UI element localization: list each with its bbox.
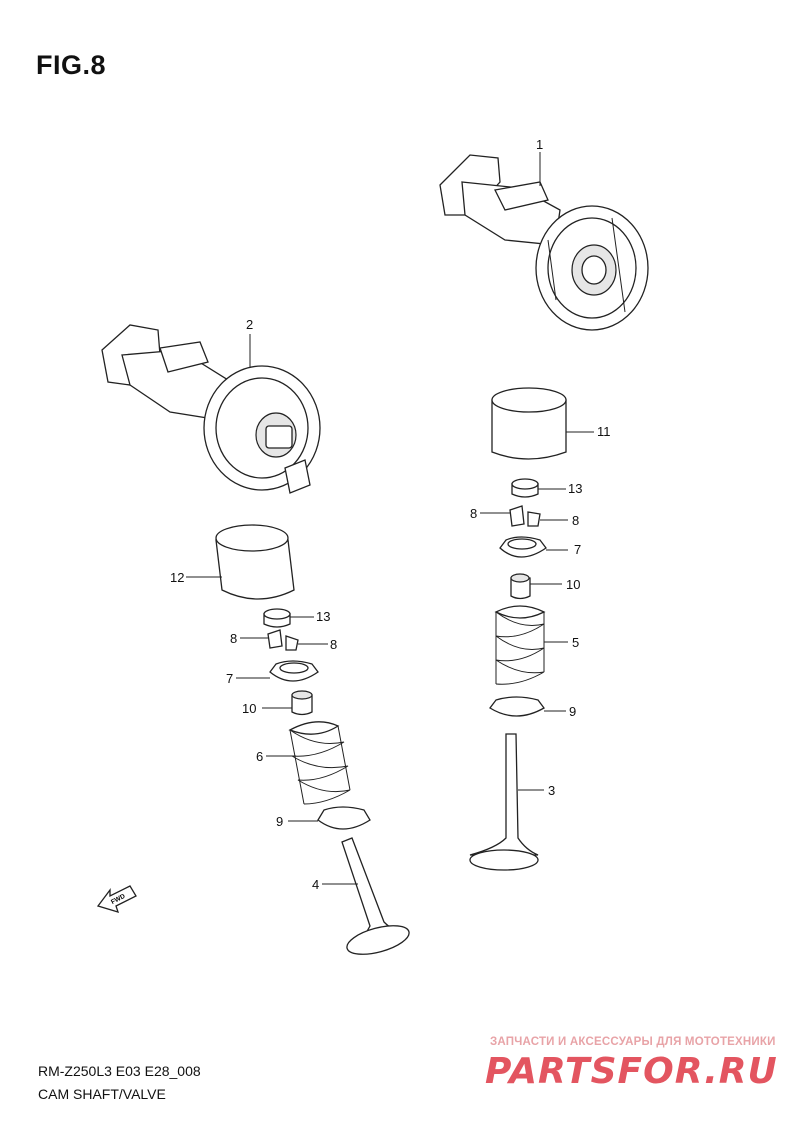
callout-8-left-a: 8	[230, 631, 238, 646]
callout-1: 1	[536, 137, 544, 152]
spring-seat-right	[489, 696, 545, 717]
spring-seat-left	[317, 806, 371, 830]
callout-7-left: 7	[226, 671, 234, 686]
callout-2: 2	[246, 317, 254, 332]
valve-cotters-right	[509, 505, 541, 527]
callout-11: 11	[597, 424, 611, 439]
callout-12: 12	[170, 570, 185, 585]
camshaft-intake	[101, 324, 321, 494]
valve-shim-left	[263, 608, 291, 628]
intake-valve	[469, 733, 539, 871]
callout-3: 3	[548, 783, 556, 798]
spring-retainer-right	[499, 536, 547, 558]
forward-direction-arrow: FWD	[96, 885, 137, 913]
valve-spring-right	[494, 605, 546, 685]
callout-7-right: 7	[574, 542, 582, 557]
callout-10-right: 10	[566, 577, 581, 592]
callout-13-right: 13	[568, 481, 583, 496]
callout-13-left: 13	[316, 609, 331, 624]
valve-spring-left	[288, 721, 351, 805]
valve-tappet-left	[215, 524, 295, 600]
callout-10-left: 10	[242, 701, 257, 716]
spring-retainer-left	[269, 660, 319, 682]
exhaust-valve	[341, 837, 410, 955]
watermark-tagline: ЗАПЧАСТИ И АКСЕССУАРЫ ДЛЯ МОТОТЕХНИКИ	[490, 1036, 776, 1048]
callout-9-left: 9	[276, 814, 284, 829]
callout-5: 5	[572, 635, 580, 650]
valve-stem-seal-left	[291, 690, 313, 716]
valve-tappet-right	[491, 387, 567, 460]
callout-8-right-a: 8	[470, 506, 478, 521]
callout-8-right-b: 8	[572, 513, 580, 528]
callout-4: 4	[312, 877, 320, 892]
figure-title: FIG.8	[36, 50, 107, 80]
valve-shim-right	[511, 478, 539, 498]
model-code: RM-Z250L3 E03 E28_008	[38, 1063, 201, 1079]
callout-6: 6	[256, 749, 264, 764]
valve-cotters-left	[267, 629, 299, 651]
callout-8-left-b: 8	[330, 637, 338, 652]
camshaft-exhaust	[439, 154, 649, 331]
figure-subtitle: CAM SHAFT/VALVE	[38, 1086, 166, 1102]
valve-stem-seal-right	[510, 573, 531, 600]
callout-9-right: 9	[569, 704, 577, 719]
watermark-logo: PARTSFOR.RU	[485, 1051, 778, 1092]
